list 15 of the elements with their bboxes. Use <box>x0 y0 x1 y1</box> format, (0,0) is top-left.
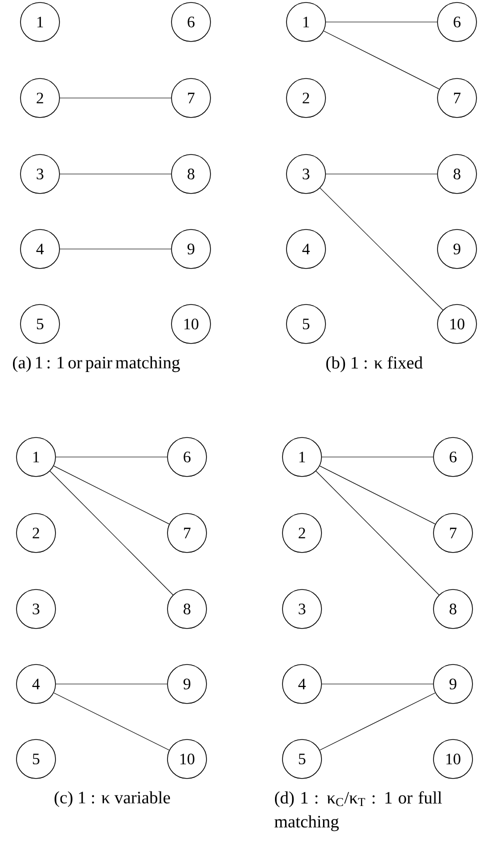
connector-line <box>319 466 436 524</box>
connector-line <box>320 188 444 310</box>
connector-line <box>56 456 168 458</box>
caption: (a) 1 : 1 or pair matching <box>12 356 180 372</box>
connector-line <box>320 692 436 750</box>
connector-line <box>54 692 170 750</box>
caption: (c) 1 : κ variable <box>54 791 170 808</box>
connector-line <box>50 470 174 596</box>
connector-line <box>323 30 440 90</box>
connector-line <box>316 470 440 596</box>
connector-line <box>60 248 172 250</box>
caption: (b) 1 : κ fixed <box>326 356 423 372</box>
caption: (d) 1 : κ$_{C}$/κ$_{T}$ : 1 or full matching <box>274 791 442 832</box>
connector-line <box>53 466 170 524</box>
connector-line <box>322 456 434 458</box>
